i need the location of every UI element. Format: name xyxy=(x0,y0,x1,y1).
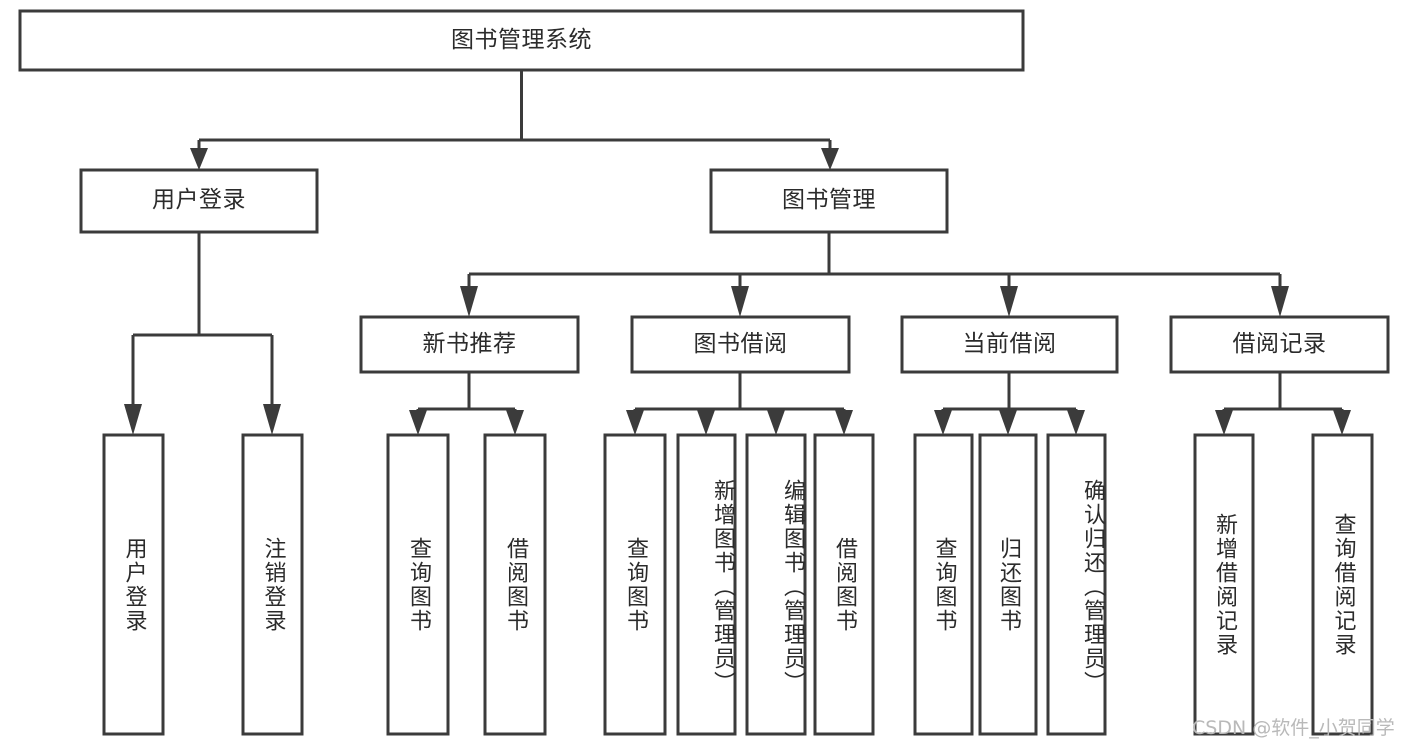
arrow-to-book-manage xyxy=(821,148,839,170)
node-box-leaf-query-book-3[interactable] xyxy=(913,433,974,736)
arrow-to-leaf-query-book-1 xyxy=(409,410,427,435)
arrow-to-leaf-user-login xyxy=(124,404,142,435)
node-box-user-login[interactable] xyxy=(79,168,319,234)
arrow-to-leaf-confirm-return xyxy=(1067,410,1085,435)
box-layer xyxy=(18,9,1390,736)
node-box-book-borrow[interactable] xyxy=(630,315,851,374)
arrow-to-leaf-edit-book-admin xyxy=(767,410,785,435)
connector-currentborrow-to-bus xyxy=(941,372,1078,412)
arrow-to-borrow-record xyxy=(1271,286,1289,317)
arrow-to-leaf-borrow-book-1 xyxy=(506,410,524,435)
node-box-book-manage[interactable] xyxy=(709,168,949,234)
node-box-leaf-confirm-return[interactable] xyxy=(1046,433,1107,736)
node-box-leaf-user-logout[interactable] xyxy=(241,433,304,736)
connector-bookmanage-to-bus xyxy=(467,232,1282,288)
node-box-leaf-return-book[interactable] xyxy=(978,433,1038,736)
connector-bookborrow-to-bus xyxy=(633,372,846,412)
node-box-leaf-query-record[interactable] xyxy=(1311,433,1374,736)
node-box-leaf-edit-book-admin[interactable] xyxy=(745,433,807,736)
node-box-borrow-record[interactable] xyxy=(1169,315,1390,374)
node-box-leaf-borrow-book-1[interactable] xyxy=(483,433,547,736)
node-box-current-borrow[interactable] xyxy=(900,315,1119,374)
node-box-leaf-user-login[interactable] xyxy=(102,433,165,736)
node-box-leaf-query-book-1[interactable] xyxy=(386,433,450,736)
connector-layer xyxy=(124,70,1351,435)
arrow-to-leaf-add-book-admin xyxy=(697,410,715,435)
csdn-watermark: CSDN @软件_小贺同学 xyxy=(1192,717,1395,739)
connector-root-to-bus xyxy=(197,70,832,152)
connector-newbook-to-bus xyxy=(416,372,517,412)
node-box-leaf-query-book-2[interactable] xyxy=(603,433,667,736)
node-box-new-book-recommend[interactable] xyxy=(359,315,580,374)
arrow-to-leaf-query-record xyxy=(1333,410,1351,435)
arrow-to-book-borrow xyxy=(731,286,749,317)
arrow-to-leaf-query-book-3 xyxy=(934,410,952,435)
connector-userlogin-to-bus xyxy=(131,232,274,406)
arrow-to-user-login xyxy=(190,148,208,170)
arrow-to-leaf-borrow-book-2 xyxy=(835,410,853,435)
arrow-to-leaf-query-book-2 xyxy=(626,410,644,435)
arrow-to-leaf-user-logout xyxy=(263,404,281,435)
arrow-to-leaf-add-record xyxy=(1215,410,1233,435)
node-box-leaf-add-record[interactable] xyxy=(1193,433,1255,736)
node-box-leaf-add-book-admin[interactable] xyxy=(676,433,737,736)
node-box-leaf-borrow-book-2[interactable] xyxy=(813,433,875,736)
arrow-to-new-book-recommend xyxy=(460,286,478,317)
node-box-root[interactable] xyxy=(18,9,1025,72)
arrow-to-current-borrow xyxy=(1000,286,1018,317)
arrow-to-leaf-return-book xyxy=(999,410,1017,435)
connector-borrowrecord-to-bus xyxy=(1222,372,1344,412)
